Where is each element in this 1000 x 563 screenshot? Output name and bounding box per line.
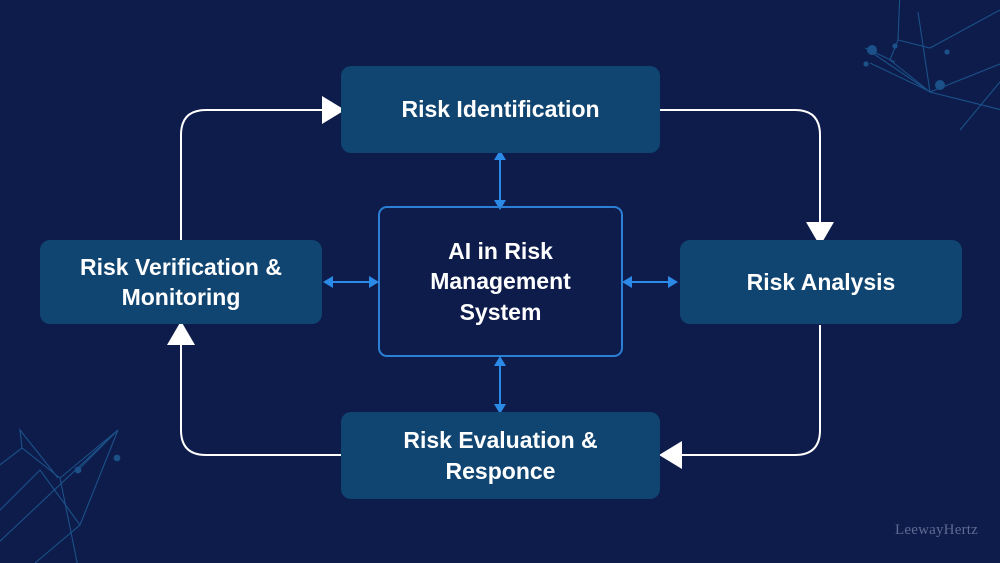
node-risk-analysis[interactable]: Risk Analysis <box>680 240 962 324</box>
node-risk-identification[interactable]: Risk Identification <box>341 66 660 153</box>
node-risk-evaluation-and-responce[interactable]: Risk Evaluation & Responce <box>341 412 660 499</box>
node-label: Risk Verification & Monitoring <box>80 253 282 310</box>
hub-link-bottom <box>494 356 506 414</box>
flow-analysis-to-evaluation <box>659 325 821 469</box>
flow-evaluation-to-verification <box>167 321 341 456</box>
node-ai-in-risk-management-system[interactable]: AI in Risk Management System <box>378 206 623 357</box>
node-label: AI in Risk Management System <box>430 237 571 325</box>
flow-verification-to-identification <box>180 96 345 325</box>
node-label: Risk Analysis <box>746 268 896 295</box>
watermark-leewayhertz: LeewayHertz <box>895 522 978 538</box>
flow-identification-to-analysis <box>660 109 834 246</box>
hub-link-left <box>323 276 379 288</box>
node-risk-verification-and-monitoring[interactable]: Risk Verification & Monitoring <box>40 240 322 324</box>
node-label: Risk Evaluation & Responce <box>403 427 598 484</box>
hub-link-top <box>494 150 506 210</box>
hub-link-right <box>622 276 678 288</box>
node-label: Risk Identification <box>401 96 600 123</box>
